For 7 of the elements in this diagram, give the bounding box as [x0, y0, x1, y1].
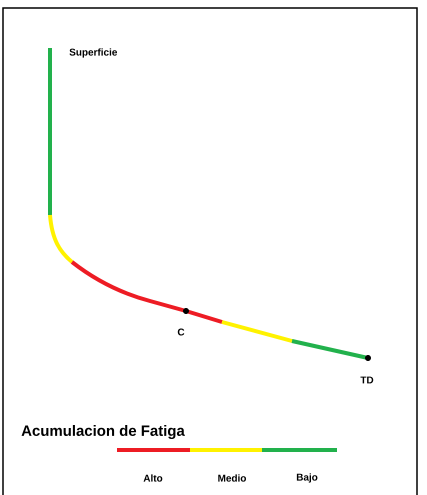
label-text: Superficie: [69, 48, 118, 58]
legend-label: Alto: [144, 474, 162, 482]
legend-title: Acumulacion de Fatiga: [22, 425, 185, 439]
legend-label: Medio: [218, 474, 246, 482]
legend-label: Bajo: [296, 473, 318, 483]
point-label: C: [178, 328, 184, 336]
point-label: TD: [360, 376, 374, 384]
